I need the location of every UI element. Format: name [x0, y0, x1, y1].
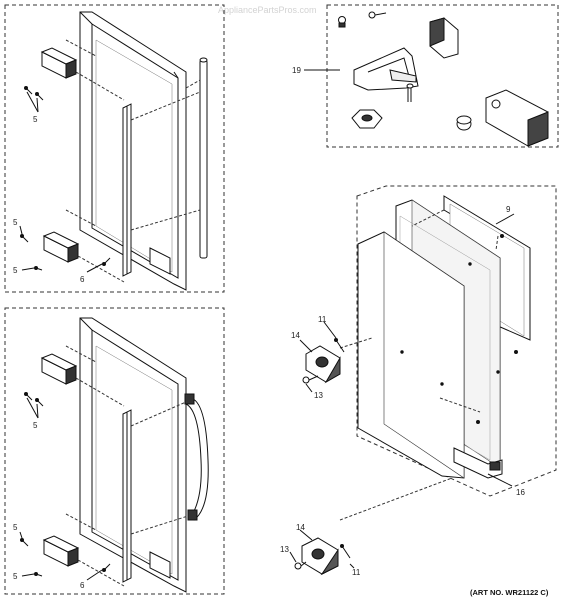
kit-hex-nut: [351, 109, 383, 129]
upper-screw-13: [302, 375, 319, 384]
callout-13-upper: 13: [314, 391, 323, 400]
parts-kit-group: 19: [292, 4, 559, 148]
lower-hinge-14: [301, 537, 339, 576]
top-rod: [199, 57, 208, 259]
upper-hinge-14: [305, 345, 341, 384]
bottom-door-handle: [184, 393, 209, 521]
assembly-callout-leaders: [289, 213, 515, 569]
bottom-door-panel-group: 5 5 5 6: [4, 307, 225, 595]
art-number: (ART NO. WR21122 C): [470, 588, 549, 597]
bottom-frame-corner-bracket: [149, 551, 171, 579]
assembly-leader-lines: [339, 209, 499, 521]
bottom-hinge-bracket-upper: [40, 353, 78, 385]
top-callout-5-b: 5: [13, 218, 18, 227]
bottom-callout-5-a: 5: [33, 421, 38, 430]
bottom-vertical-trim: [122, 409, 132, 583]
kit-round-button: [456, 115, 472, 131]
bottom-hinge-bracket-lower: [42, 535, 80, 567]
top-hinge-bracket-lower: [42, 231, 80, 263]
callout-14-upper: 14: [291, 331, 300, 340]
bottom-callout-5-b: 5: [13, 523, 18, 532]
bottom-leader-lines: [65, 345, 189, 587]
kit-bracket: [429, 17, 459, 59]
callout-14-lower: 14: [296, 523, 305, 532]
door-body-screws: [400, 234, 518, 424]
top-hinge-bracket-upper: [40, 47, 78, 79]
top-callout-5-c: 5: [13, 266, 18, 275]
bottom-callout-5-c: 5: [13, 572, 18, 581]
bottom-door-frame: [79, 317, 187, 593]
callout-19: 19: [292, 66, 301, 75]
lower-screw-13: [294, 561, 307, 570]
top-door-frame: [79, 11, 187, 291]
bottom-screws: [20, 392, 111, 577]
kit-screw: [368, 11, 387, 19]
top-door-panel-border: [4, 4, 225, 293]
top-callout-5-a: 5: [33, 115, 38, 124]
callout-16: 16: [516, 488, 525, 497]
door-assembly-group: 9 16 14 11 13 14 13 11: [280, 185, 557, 577]
kit-plate: [485, 89, 549, 147]
bottom-callout-6: 6: [80, 581, 85, 590]
top-vertical-trim: [122, 103, 132, 277]
watermark: AppliancePartsPros.com: [218, 5, 317, 15]
door-bottom-hinge: [453, 447, 503, 479]
top-frame-corner-bracket: [149, 247, 171, 275]
callout-13-lower: 13: [280, 545, 289, 554]
door-assembly-border: [356, 185, 557, 497]
kit-small-cap: [338, 16, 346, 28]
parts-kit-border: [326, 4, 559, 148]
bottom-callout-leaders: [19, 397, 103, 581]
lower-screw-11: [340, 544, 351, 559]
top-door-panel-group: 5 5 5 6: [4, 4, 225, 293]
top-screws: [20, 86, 111, 271]
callout-9: 9: [506, 205, 511, 214]
callout-11-upper: 11: [318, 315, 327, 324]
upper-screw-11: [334, 338, 345, 353]
callout-11-lower: 11: [352, 568, 361, 577]
door-inner-panel: [357, 231, 465, 479]
kit-pin: [406, 83, 414, 102]
top-leader-lines: [65, 39, 201, 283]
top-callout-leaders: [19, 91, 103, 273]
top-callout-6: 6: [80, 275, 85, 284]
kit-wedge: [353, 47, 419, 91]
